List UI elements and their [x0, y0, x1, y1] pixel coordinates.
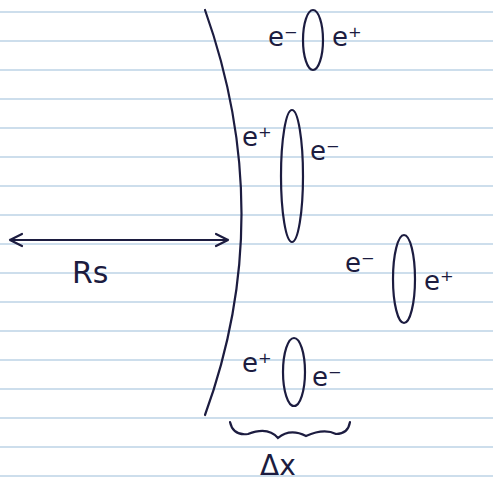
pair-loop	[393, 235, 415, 323]
radius-arrow	[10, 234, 228, 246]
particle-label: e⁻	[312, 364, 342, 390]
horizon-curve	[205, 10, 242, 415]
radius-label: Rs	[72, 258, 108, 288]
width-label: Δx	[260, 452, 296, 480]
width-brace	[230, 422, 350, 438]
particle-label: e⁺	[424, 268, 454, 294]
particle-label: e⁻	[268, 24, 298, 50]
pair-loop	[281, 110, 303, 242]
pair-loop	[283, 338, 305, 406]
pair-loop	[303, 10, 323, 70]
particle-label: e⁺	[242, 350, 272, 376]
particle-label: e⁺	[332, 24, 362, 50]
particle-label: e⁺	[242, 124, 272, 150]
ruled-lines	[0, 12, 493, 476]
particle-label: e⁻	[310, 138, 340, 164]
particle-label: e⁻	[345, 250, 375, 276]
